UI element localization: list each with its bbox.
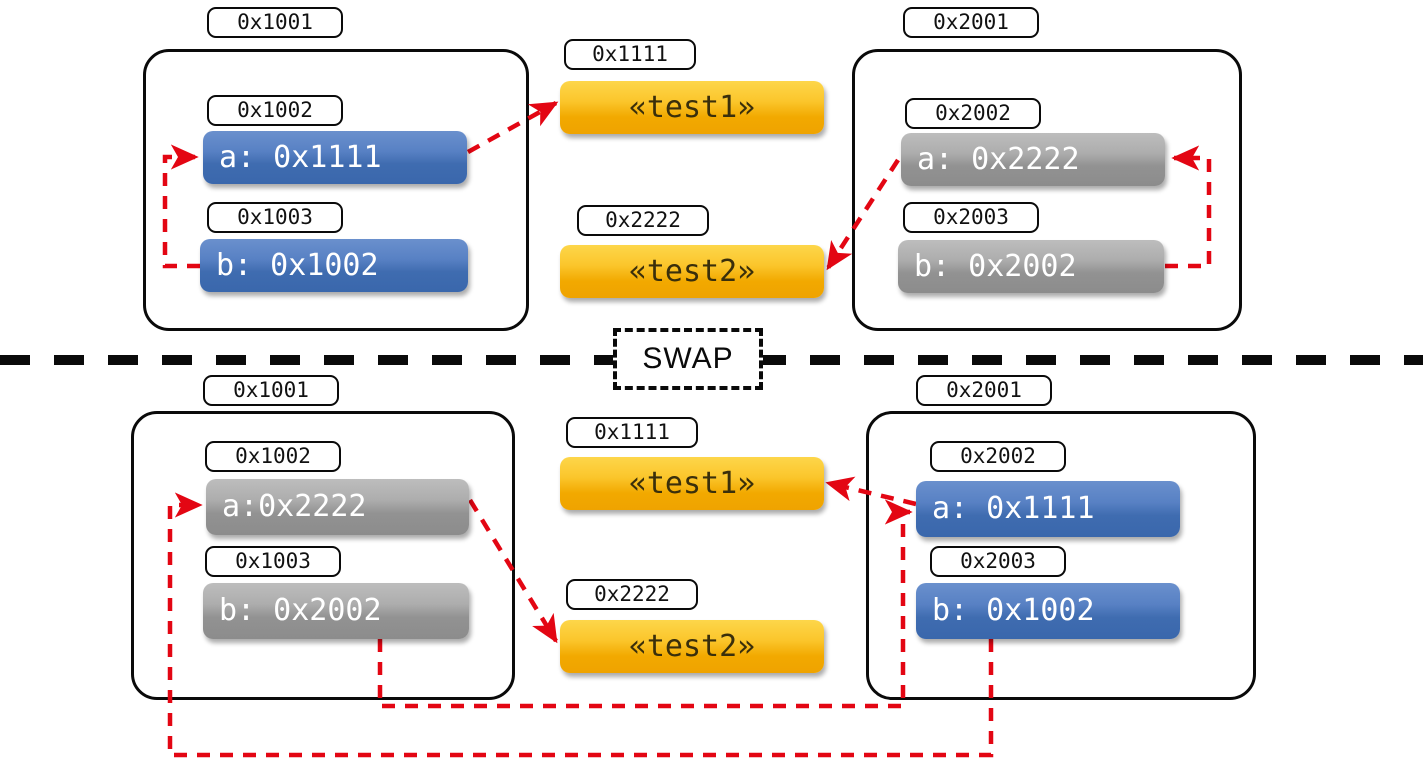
slot-before-left-1: b: 0x1002 — [200, 239, 468, 292]
slot-address-before-left-1: 0x1003 — [207, 202, 343, 233]
object-address-before-0: 0x1111 — [564, 39, 696, 70]
object-after-1: «test2» — [560, 620, 824, 673]
panel-before-left-address: 0x1001 — [207, 7, 343, 38]
slot-address-before-right-0: 0x2002 — [905, 98, 1041, 129]
panel-after-right-address: 0x2001 — [916, 375, 1052, 406]
slot-before-left-0: a: 0x1111 — [203, 131, 467, 184]
object-before-0: «test1» — [560, 81, 824, 134]
object-before-1: «test2» — [560, 245, 824, 298]
object-address-before-1: 0x2222 — [577, 205, 709, 236]
panel-after-left-address: 0x1001 — [203, 375, 339, 406]
slot-address-after-right-1: 0x2003 — [930, 546, 1066, 577]
object-after-0: «test1» — [560, 457, 824, 510]
slot-address-after-left-1: 0x1003 — [205, 546, 341, 577]
slot-after-left-1: b: 0x2002 — [203, 583, 469, 639]
slot-before-right-0: a: 0x2222 — [901, 133, 1165, 186]
slot-after-right-0: a: 0x1111 — [916, 481, 1180, 537]
object-address-after-0: 0x1111 — [566, 417, 698, 448]
slot-address-before-right-1: 0x2003 — [903, 202, 1039, 233]
slot-address-after-left-0: 0x1002 — [205, 441, 341, 472]
slot-after-right-1: b: 0x1002 — [916, 583, 1180, 639]
slot-address-after-right-0: 0x2002 — [930, 441, 1066, 472]
panel-before-right-address: 0x2001 — [903, 7, 1039, 38]
swap-label: SWAP — [613, 328, 763, 390]
slot-after-left-0: a:0x2222 — [206, 479, 469, 535]
slot-before-right-1: b: 0x2002 — [898, 240, 1164, 293]
slot-address-before-left-0: 0x1002 — [207, 95, 343, 126]
object-address-after-1: 0x2222 — [566, 579, 698, 610]
